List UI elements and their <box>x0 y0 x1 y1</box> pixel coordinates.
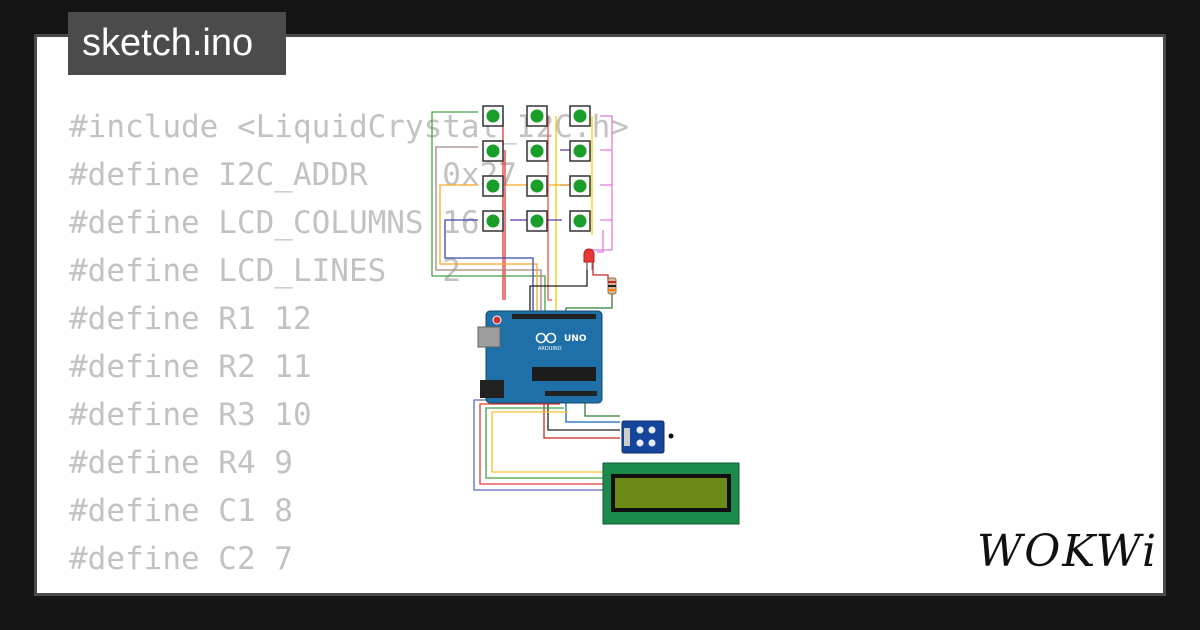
code-line: #define C2 7 <box>69 541 293 577</box>
push-button[interactable] <box>569 210 591 232</box>
keypad <box>482 105 591 232</box>
code-line: #define C1 8 <box>69 493 293 529</box>
analog-header <box>545 391 597 396</box>
code-line: #define R2 11 <box>69 349 312 385</box>
push-button[interactable] <box>526 140 548 162</box>
sensor-module[interactable] <box>621 420 674 454</box>
code-line: #define C3 6 <box>69 583 629 593</box>
board-model-label: UNO <box>564 334 587 344</box>
push-button[interactable] <box>526 105 548 127</box>
code-line: #define I2C_ADDR 0x27 <box>69 157 517 193</box>
push-button[interactable] <box>526 175 548 197</box>
file-tab[interactable]: sketch.ino <box>68 12 286 75</box>
file-tab-label: sketch.ino <box>82 22 254 64</box>
wires <box>431 111 620 491</box>
resistor[interactable] <box>607 277 617 295</box>
wokwi-logo: WOKWi <box>977 526 1159 577</box>
code-line: #define R4 9 <box>69 445 293 481</box>
board-brand-label: ARDUINO <box>538 346 562 352</box>
push-button[interactable] <box>482 105 504 127</box>
push-button[interactable] <box>569 105 591 127</box>
lcd-display[interactable] <box>602 462 740 525</box>
arduino-uno-board[interactable]: ARDUINO UNO <box>477 310 603 404</box>
editor-card: #include <LiquidCrystal_I2C.h> #define I… <box>34 34 1166 596</box>
usb-port <box>477 326 501 348</box>
code-line: #define LCD_COLUMNS 16 <box>69 205 480 241</box>
arduino-logo-icon <box>535 332 557 344</box>
reset-button[interactable] <box>492 315 502 325</box>
push-button[interactable] <box>482 140 504 162</box>
push-button[interactable] <box>482 210 504 232</box>
code-line: #define LCD_LINES 2 <box>69 253 461 289</box>
code-line: #define R3 10 <box>69 397 312 433</box>
code-line: #define R1 12 <box>69 301 312 337</box>
push-button[interactable] <box>569 175 591 197</box>
digital-header <box>512 314 596 319</box>
push-button[interactable] <box>569 140 591 162</box>
push-button[interactable] <box>482 175 504 197</box>
microcontroller-chip <box>532 367 596 381</box>
push-button[interactable] <box>526 210 548 232</box>
code-view: #include <LiquidCrystal_I2C.h> #define I… <box>69 103 629 593</box>
power-jack <box>480 380 504 398</box>
code-line: #include <LiquidCrystal_I2C.h> <box>69 109 629 145</box>
red-led[interactable] <box>583 248 595 270</box>
